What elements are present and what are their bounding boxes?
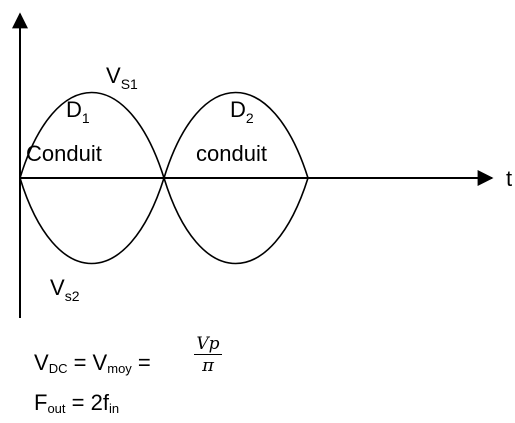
vs2-label: Vs2 xyxy=(50,275,80,304)
d1-state-label: Conduit xyxy=(26,141,102,166)
vs1-positive-half-wave-1 xyxy=(19,91,165,179)
vs1-label: VS1 xyxy=(106,63,138,92)
fraction-numerator: Vp xyxy=(196,334,220,354)
vs1-positive-half-wave-2 xyxy=(163,91,309,179)
vp-over-pi-fraction: Vp π xyxy=(194,335,222,376)
fraction-bar xyxy=(194,354,222,355)
d2-label: D2 xyxy=(230,97,254,126)
fout-formula: Fout = 2fin xyxy=(34,390,120,416)
d2-state-label: conduit xyxy=(196,141,267,166)
vs2-negative-half-wave-2 xyxy=(163,177,309,265)
fraction-denominator: π xyxy=(202,355,214,376)
vs2-negative-half-wave-1 xyxy=(19,177,165,265)
vdc-formula: VDC = Vmoy = xyxy=(34,350,157,376)
d1-label: D1 xyxy=(66,97,90,126)
time-axis-label: t xyxy=(506,166,512,191)
rectifier-waveform-diagram: t VS1 D1 Conduit D2 conduit Vs2 xyxy=(12,12,512,318)
